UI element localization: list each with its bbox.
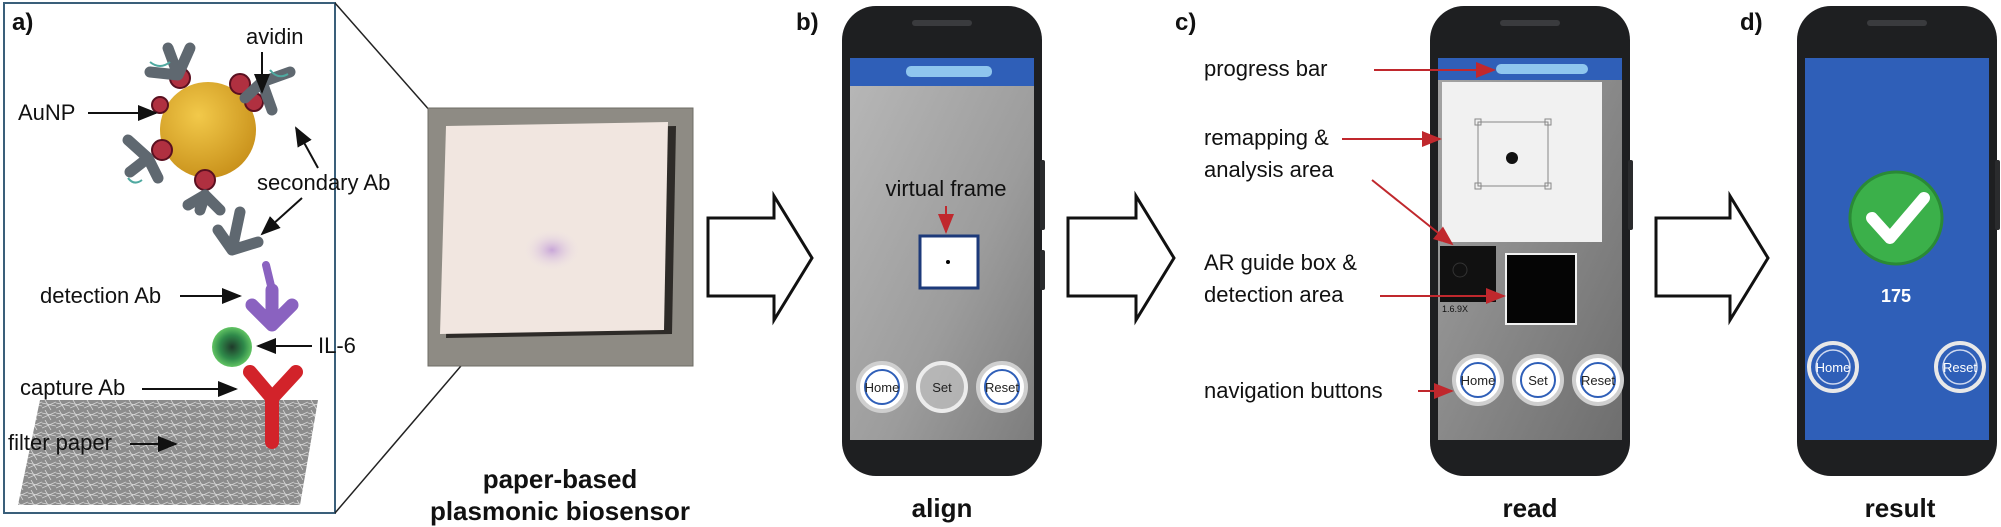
panel-c: c) 1.6.9X Home Set	[1175, 6, 1633, 523]
app-b-home-label: Home	[865, 380, 900, 395]
app-c-set-label: Set	[1528, 373, 1548, 388]
panel-b: b) virtual frame Home Set Reset align	[796, 6, 1045, 523]
result-value: 175	[1881, 286, 1911, 306]
label-secondary-ab: secondary Ab	[257, 170, 390, 195]
capture-antibody	[243, 365, 303, 449]
app-c-progress-bar	[1496, 64, 1588, 74]
panel-a: a)	[3, 2, 390, 514]
arrow-ar-guide-box	[1371, 179, 1454, 246]
app-c-home-button[interactable]: Home	[1452, 354, 1504, 406]
flow-arrow-1	[706, 190, 814, 326]
flow-arrow-3	[1654, 190, 1770, 326]
app-d-reset-label: Reset	[1943, 360, 1977, 375]
label-ar-line1: AR guide box &	[1204, 250, 1357, 275]
label-aunp: AuNP	[18, 100, 75, 125]
filter-paper-illustration	[18, 400, 318, 505]
app-c-home-label: Home	[1461, 373, 1496, 388]
label-avidin: avidin	[246, 24, 303, 49]
sensor-photo	[427, 107, 694, 367]
remapping-analysis-area	[1442, 82, 1602, 242]
app-c-reset-label: Reset	[1581, 373, 1615, 388]
app-b-progress-bar	[906, 66, 992, 77]
app-d-reset-button[interactable]: Reset	[1934, 341, 1986, 393]
app-c-set-button[interactable]: Set	[1512, 354, 1564, 406]
label-progress-bar: progress bar	[1204, 56, 1328, 81]
plasmonic-spot	[522, 228, 582, 272]
panel-a-label: a)	[12, 9, 33, 36]
label-detection-ab: detection Ab	[40, 283, 161, 308]
app-b-set-button[interactable]: Set	[916, 361, 968, 413]
caption-result: result	[1865, 493, 1936, 523]
label-remap-line2: analysis area	[1204, 157, 1334, 182]
detection-antibody	[245, 261, 299, 332]
panel-b-label: b)	[796, 9, 819, 36]
flow-arrow-2	[1066, 190, 1176, 326]
arrow-secondary-ab-upper	[295, 126, 319, 169]
remap-target-box	[1477, 121, 1549, 187]
caption-read: read	[1503, 493, 1558, 523]
label-nav-buttons: navigation buttons	[1204, 378, 1383, 403]
label-il6: IL-6	[318, 333, 356, 358]
caption-sensor-line2: plasmonic biosensor	[430, 496, 690, 526]
detection-area	[1505, 253, 1577, 325]
biotin-linkers	[127, 61, 289, 184]
success-check-icon	[1848, 170, 1944, 266]
small-readout: 1.6.9X	[1442, 304, 1468, 314]
arrow-secondary-ab-lower	[260, 197, 303, 236]
app-b-home-button[interactable]: Home	[856, 361, 908, 413]
app-b-set-label: Set	[932, 380, 952, 395]
aunp-particle	[160, 82, 256, 178]
secondary-antibody-lower	[212, 206, 264, 256]
label-ar-line2: detection area	[1204, 282, 1344, 307]
ar-guide-box	[1440, 246, 1496, 302]
app-d-home-button[interactable]: Home	[1807, 341, 1859, 393]
app-d-home-label: Home	[1816, 360, 1851, 375]
label-virtual-frame: virtual frame	[885, 176, 1006, 201]
phone-b-speaker	[912, 20, 972, 26]
panel-d: d) 175 Home Reset result	[1740, 6, 2000, 523]
panel-d-label: d)	[1740, 9, 1763, 36]
il6-molecule	[212, 327, 252, 367]
label-filter-paper: filter paper	[8, 430, 112, 455]
panel-c-label: c)	[1175, 9, 1196, 36]
app-b-reset-label: Reset	[985, 380, 1019, 395]
app-b-reset-button[interactable]: Reset	[976, 361, 1028, 413]
label-remap-line1: remapping &	[1204, 125, 1329, 150]
label-capture-ab: capture Ab	[20, 375, 125, 400]
caption-align: align	[912, 493, 973, 523]
caption-sensor-line1: paper-based	[483, 464, 638, 494]
app-c-reset-button[interactable]: Reset	[1572, 354, 1624, 406]
